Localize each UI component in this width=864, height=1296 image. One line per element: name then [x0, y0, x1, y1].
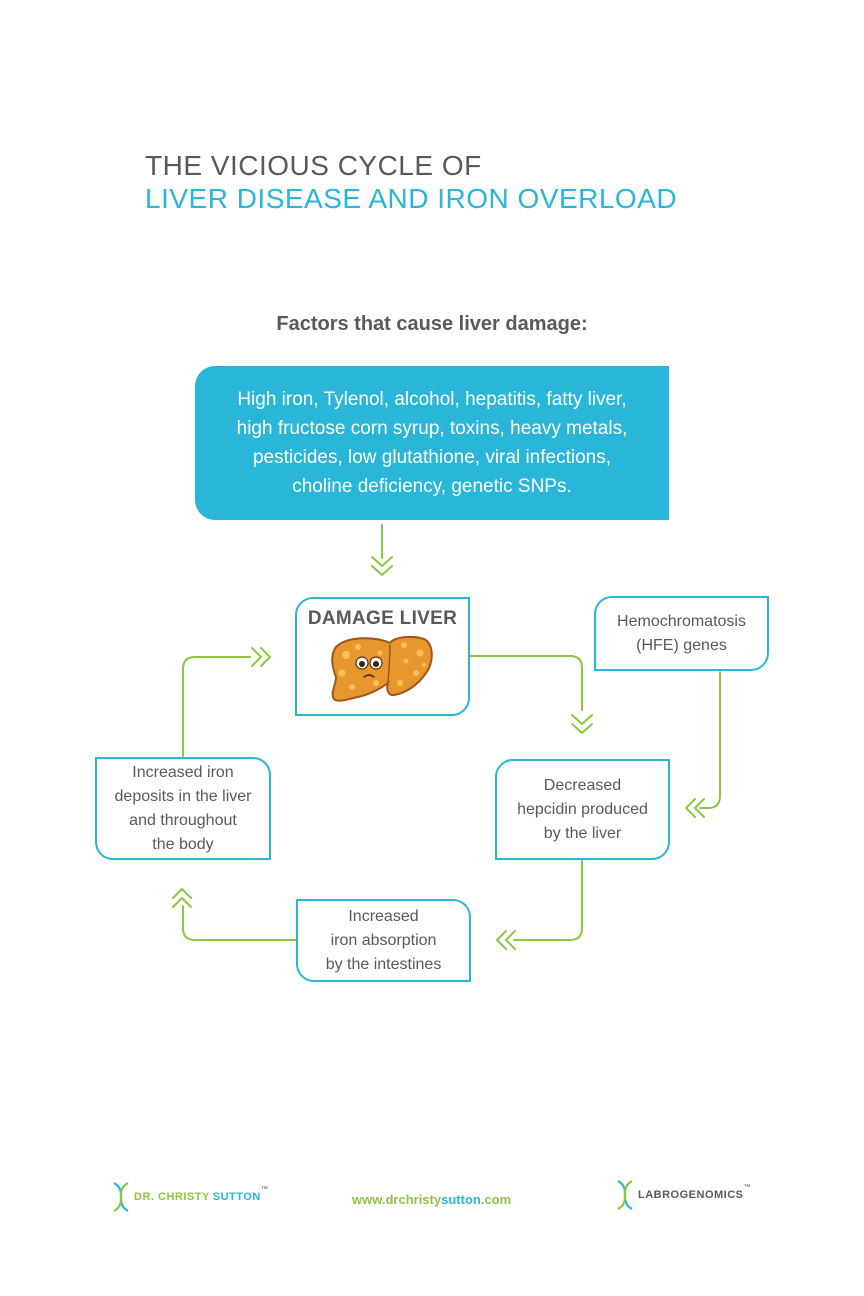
hepcidin-line: hepcidin produced	[517, 800, 648, 818]
chevron-right-icon	[251, 647, 262, 667]
factors-line: pesticides, low glutathione, viral infec…	[252, 447, 611, 468]
chevron-right-icon	[260, 647, 271, 667]
factors-line: High iron, Tylenol, alcohol, hepatitis, …	[237, 389, 627, 410]
connector-deposits-to-damage	[182, 656, 251, 757]
chevron-left-icon	[694, 798, 705, 818]
deposits-line: and throughout	[129, 811, 237, 829]
chevron-up-icon	[172, 888, 192, 899]
absorption-line: Increased	[348, 907, 419, 925]
footer-left-brand-a: DR. CHRISTY	[134, 1191, 210, 1203]
dna-icon	[113, 1182, 129, 1212]
chevron-left-icon	[505, 930, 516, 950]
chevron-down-icon	[371, 565, 393, 576]
title-line-1: THE VICIOUS CYCLE OF	[145, 150, 482, 181]
footer-right-brand: LABROGENOMICS	[638, 1189, 744, 1201]
chevron-down-icon	[571, 723, 593, 734]
deposits-line: Increased iron	[132, 763, 234, 781]
damage-liver-title: DAMAGE LIVER	[307, 608, 458, 629]
footer-right-tm: ™	[743, 1184, 751, 1191]
absorption-line: iron absorption	[330, 931, 437, 949]
damage-liver-box: DAMAGE LIVER	[295, 597, 470, 716]
chevron-up-icon	[172, 897, 192, 908]
footer-url-c: .com	[480, 1192, 512, 1207]
footer-url-a: www.drchristy	[352, 1192, 442, 1207]
dna-icon	[617, 1180, 633, 1210]
factors-line: high fructose corn syrup, toxins, heavy …	[236, 418, 628, 439]
footer-url-link[interactable]: www.drchristysutton.com	[352, 1192, 511, 1207]
sad-liver-icon	[330, 635, 433, 702]
footer-left-tm: ™	[260, 1186, 268, 1193]
factors-line: choline deficiency, genetic SNPs.	[292, 476, 572, 497]
hfe-line: Hemochromatosis	[617, 612, 746, 630]
title-line-2: LIVER DISEASE AND IRON OVERLOAD	[145, 183, 678, 214]
factors-box: High iron, Tylenol, alcohol, hepatitis, …	[195, 366, 669, 520]
connector-hepcidin-to-absorption	[513, 860, 583, 941]
hfe-genes-box: Hemochromatosis (HFE) genes	[594, 596, 769, 671]
absorption-box: Increased iron absorption by the intesti…	[296, 899, 471, 982]
connector-hfe-to-hepcidin	[699, 671, 721, 809]
connector-damage-to-hepcidin	[469, 655, 583, 711]
hfe-line: (HFE) genes	[636, 636, 727, 654]
connector-absorption-to-deposits	[182, 905, 297, 941]
chevron-left-icon	[496, 930, 507, 950]
absorption-line: by the intestines	[325, 955, 442, 973]
hepcidin-line: by the liver	[543, 824, 622, 842]
hepcidin-box: Decreased hepcidin produced by the liver	[495, 759, 670, 860]
deposits-line: the body	[152, 835, 214, 853]
chevron-down-icon	[371, 556, 393, 567]
factors-heading: Factors that cause liver damage:	[276, 313, 588, 335]
deposits-box: Increased iron deposits in the liver and…	[95, 757, 271, 860]
footer-left-brand-b: SUTTON	[212, 1191, 261, 1203]
chevron-down-icon	[571, 714, 593, 725]
footer-left-logo: DR. CHRISTY SUTTON ™	[110, 1180, 268, 1214]
deposits-line: deposits in the liver	[114, 787, 252, 805]
footer-url-b: sutton	[441, 1192, 481, 1207]
footer-right-logo: LABROGENOMICS ™	[614, 1178, 751, 1212]
chevron-left-icon	[685, 798, 696, 818]
hepcidin-line: Decreased	[543, 776, 622, 794]
